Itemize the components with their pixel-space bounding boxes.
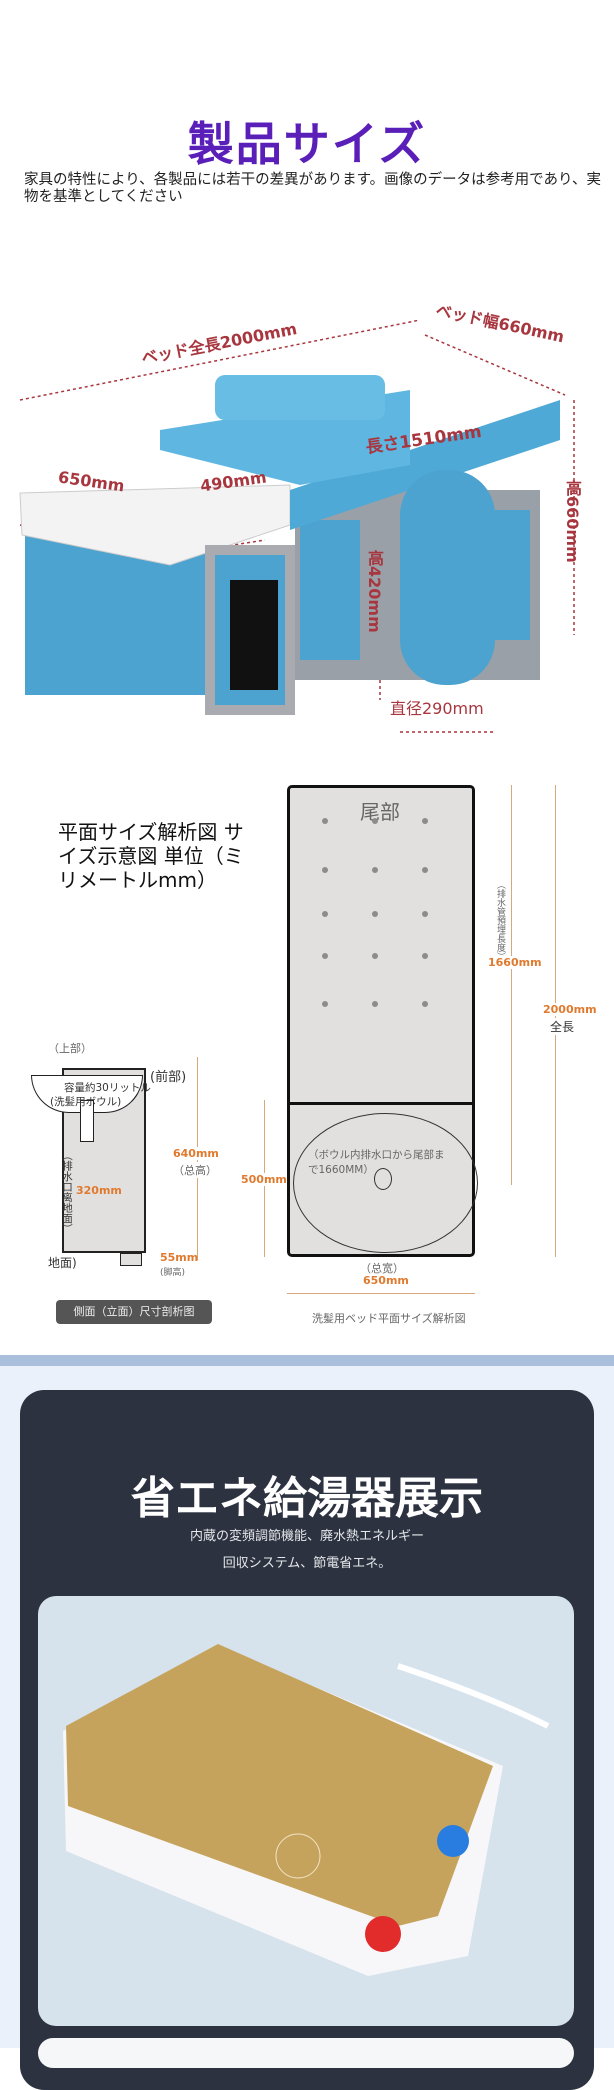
next-card	[38, 2038, 574, 2068]
mattress-dot	[422, 911, 428, 917]
plan-divider	[290, 1102, 472, 1105]
dim-line-650	[287, 1293, 475, 1294]
dim-320: 320mm	[76, 1184, 122, 1197]
capacity-label: 容量約30リットル	[64, 1082, 151, 1094]
mattress-dot	[422, 867, 428, 873]
heater-desc-1: 内蔵の変頻調節機能、廃水熱エネルギー	[189, 1529, 424, 1544]
drain-pipe-note: （排水管預埋長度）	[494, 880, 507, 961]
plan-caption: 洗髪用ベッド平面サイズ解析図	[312, 1312, 466, 1325]
bowl-outline	[293, 1113, 478, 1253]
plan-heading: 平面サイズ解析図 サイズ示意図 単位（ミリメートルmm）	[58, 820, 244, 892]
dim-650: 650mm	[363, 1274, 409, 1287]
mattress-dot	[372, 911, 378, 917]
bowl-note: （ボウル内排水口から尾部まで1660MM）	[308, 1149, 445, 1176]
plan-outline: 尾部 （ボウル内排水口から尾部まで1660MM）	[287, 785, 478, 1257]
section-divider	[0, 1355, 614, 1366]
dim-640: 640mm	[173, 1147, 219, 1160]
dim-line-1660	[511, 785, 512, 1185]
mattress-dot	[322, 818, 328, 824]
side-top-label: （上部）	[48, 1042, 92, 1055]
total-height-label: （总高）	[173, 1162, 217, 1178]
drain-pipe	[80, 1100, 94, 1142]
heater-title: 省エネ給湯器展示	[131, 1473, 483, 1524]
drain-hole	[374, 1168, 392, 1190]
mattress-dot	[422, 818, 428, 824]
mattress-dot	[372, 818, 378, 824]
dim-55: 55mm	[160, 1251, 199, 1264]
side-caption: 側面（立面）尺寸剖析图	[56, 1300, 212, 1324]
mattress-dot	[372, 1001, 378, 1007]
side-front-label: (前部)	[150, 1070, 187, 1085]
mattress-dot	[372, 867, 378, 873]
dim-1660: 1660mm	[488, 956, 542, 969]
mattress-dot	[322, 867, 328, 873]
plan-dots: (function(){var c=document.currentScript…	[322, 818, 432, 1048]
side-leg	[120, 1253, 142, 1266]
total-length-label: 全長	[550, 1018, 575, 1035]
heater-photo	[38, 1596, 574, 2026]
dim-height: 高660mm	[563, 480, 582, 563]
heater-desc-2: 回収システム、節電省エネ。	[222, 1556, 392, 1571]
bed-drawing	[19, 319, 575, 733]
drain-height-label: （排水口离地面）	[61, 1150, 73, 1234]
mattress-dot	[422, 953, 428, 959]
mattress-dot	[372, 953, 378, 959]
disclaimer-text: 家具の特性により、各製品には若干の差異があります。画像のデータは参考用であり、実…	[24, 172, 601, 205]
mattress-dot	[322, 1001, 328, 1007]
bed-illustration: ベッド全長2000mm ベッド幅660mm 長さ1510mm 高660mm 65…	[0, 280, 614, 740]
mattress-dot	[322, 953, 328, 959]
bowl-label: (洗髪用ボウル)	[50, 1096, 122, 1108]
ground-label: 地面)	[48, 1256, 77, 1270]
mattress-dot	[322, 911, 328, 917]
page-title: 製品サイズ	[187, 117, 427, 171]
water-heater-image	[63, 1644, 550, 1976]
leg-label: (脚高)	[160, 1268, 186, 1278]
mattress-dot	[422, 1001, 428, 1007]
dim-stool-height: 高420mm	[365, 550, 384, 633]
dim-stool-diameter: 直径290mm	[390, 699, 484, 718]
dim-500: 500mm	[241, 1173, 287, 1186]
width-label: （总宽）	[360, 1262, 404, 1275]
dim-2000: 2000mm	[543, 1003, 597, 1016]
plan-tail-label: 尾部	[360, 800, 400, 824]
